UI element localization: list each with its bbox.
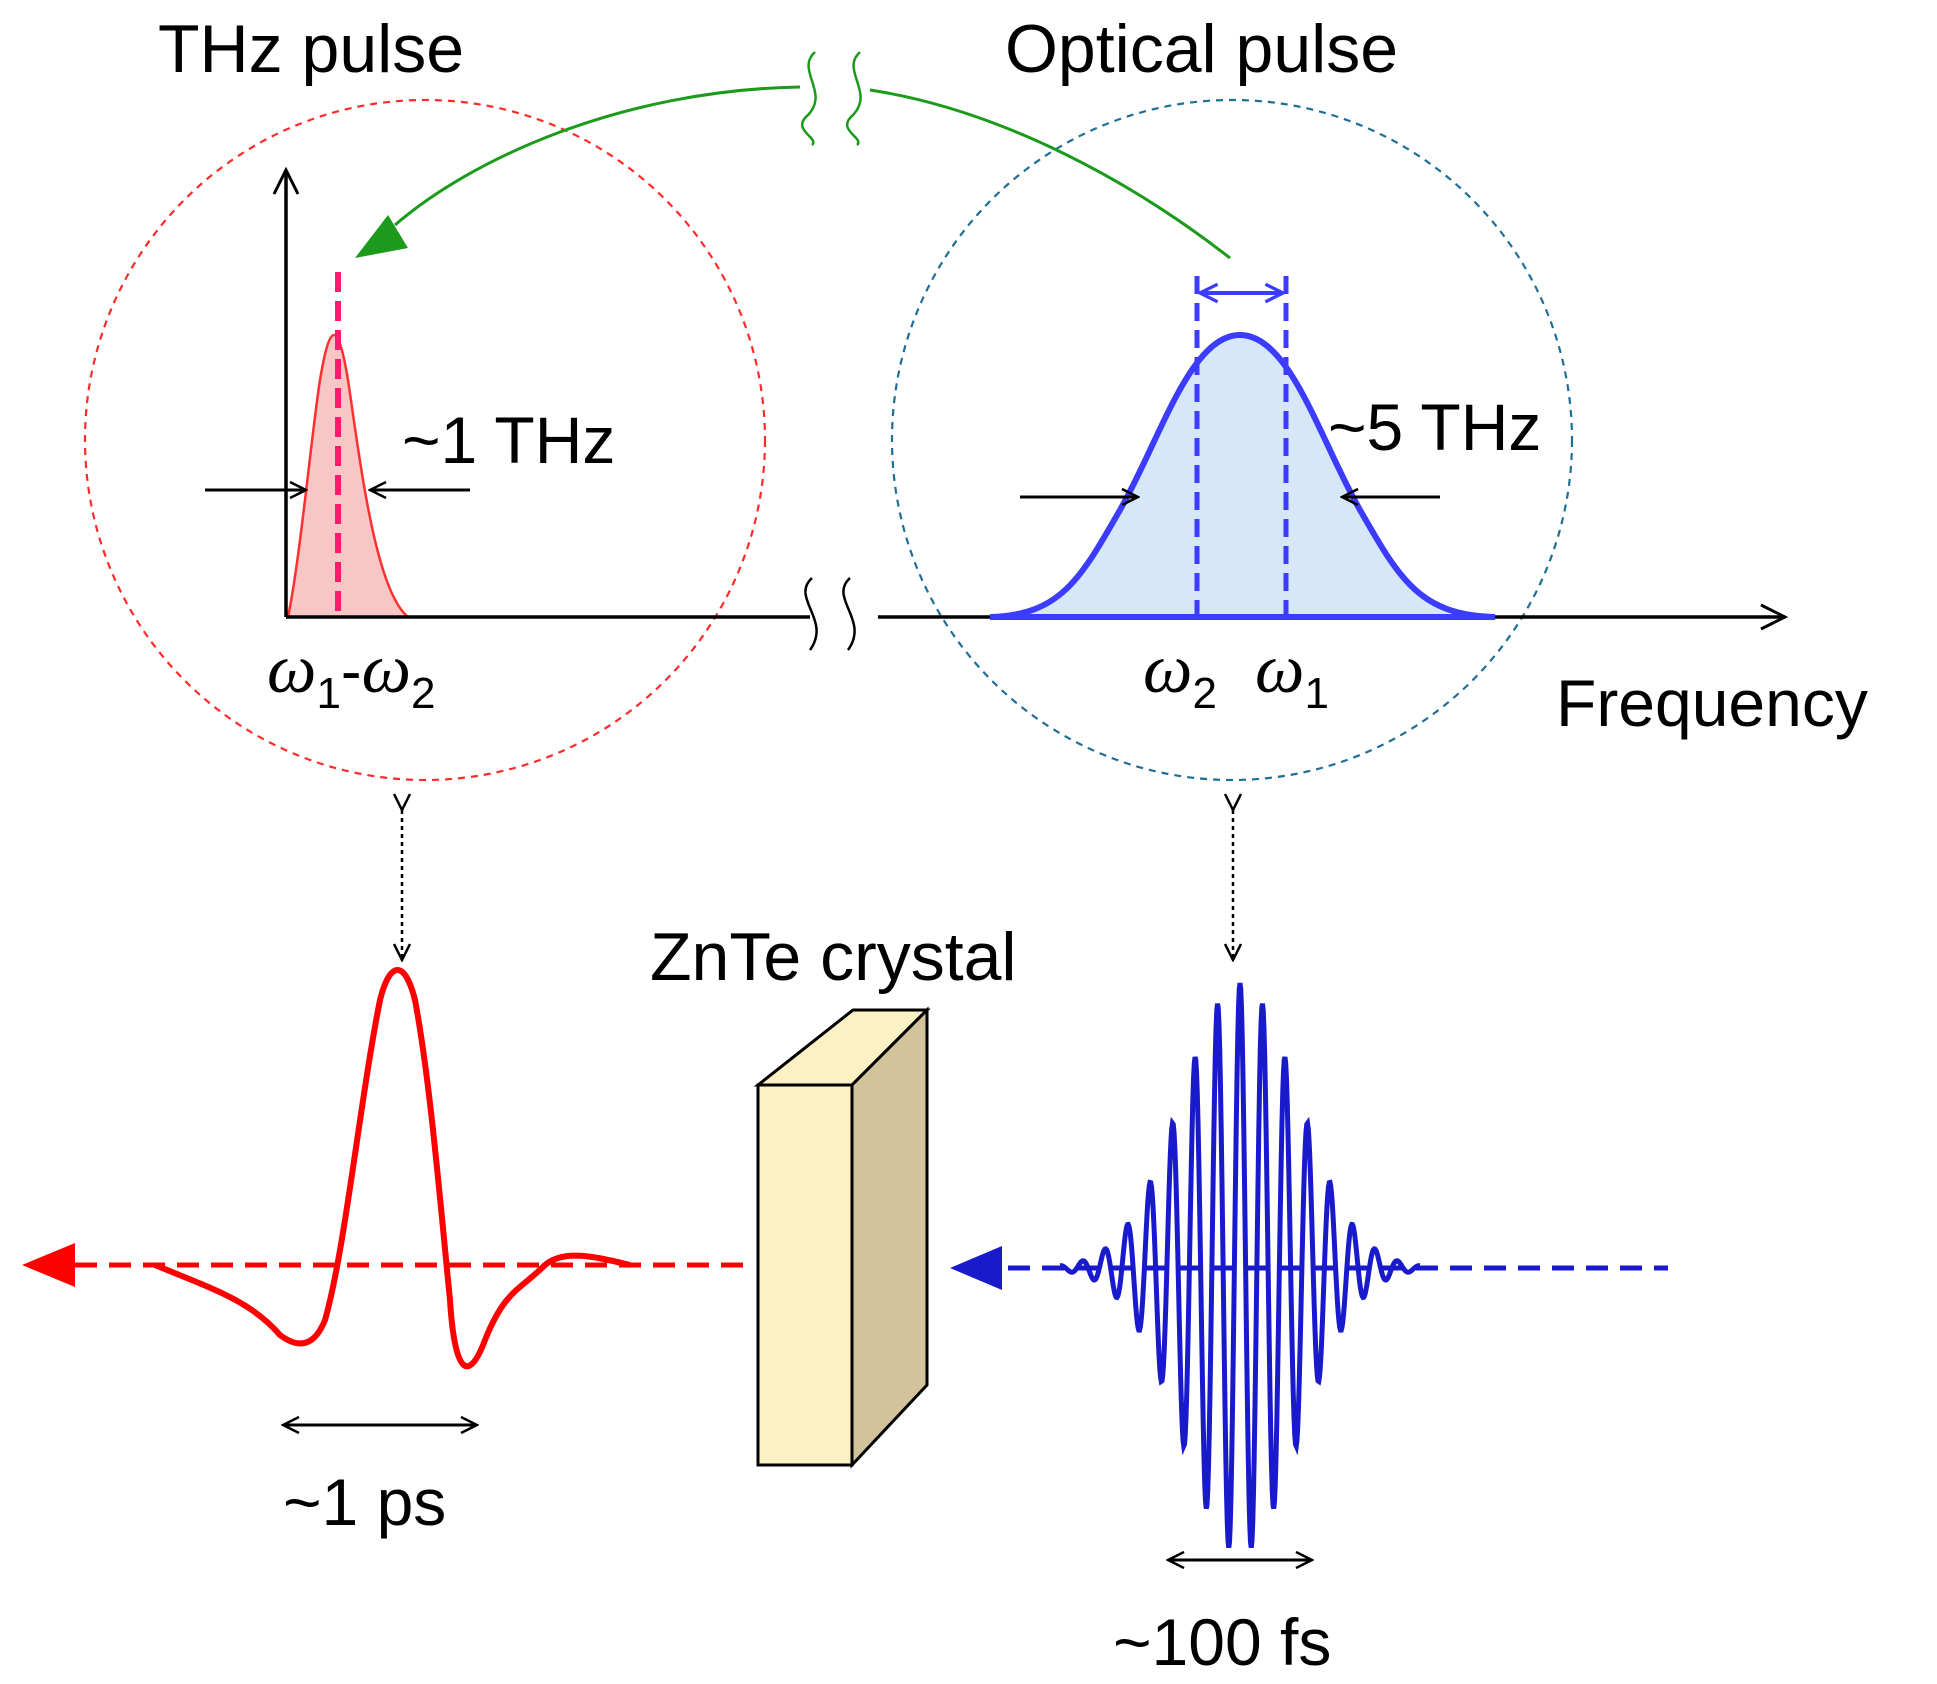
optical-bandwidth-label: ~5 THz <box>1328 390 1541 464</box>
green-break-symbol <box>800 51 862 146</box>
optical-duration-label: ~100 fs <box>1113 1605 1331 1679</box>
thz-center-frequency-label: ω1-ω2 <box>267 631 436 718</box>
subscript-1: 1 <box>316 669 340 718</box>
thz-pulse-title: THz pulse <box>158 11 464 87</box>
omega2-label: ω2 <box>1143 631 1217 718</box>
omega1-label: ω1 <box>1255 631 1329 718</box>
crystal-side-face <box>850 1006 929 1469</box>
optical-beam-arrowhead <box>950 1246 1002 1290</box>
thz-circle <box>83 98 767 782</box>
omega-symbol: ω <box>1255 631 1304 708</box>
thz-spectrum-fill <box>286 333 412 619</box>
optical-spectrum-fill <box>989 331 1496 620</box>
frequency-axis-label: Frequency <box>1556 666 1868 740</box>
optical-circle <box>890 98 1574 782</box>
omega-symbol: ω <box>267 631 316 708</box>
thz-bandwidth-label: ~1 THz <box>402 403 615 477</box>
subscript-1: 1 <box>1304 669 1328 718</box>
difference-frequency-arrowhead <box>355 215 408 258</box>
subscript-2: 2 <box>1192 669 1216 718</box>
thz-beam-arrowhead <box>22 1243 75 1287</box>
axis-break-symbol <box>804 577 856 651</box>
crystal-front-face <box>756 1083 854 1467</box>
thz-duration-label: ~1 ps <box>283 1465 446 1539</box>
crystal-label: ZnTe crystal <box>650 919 1017 995</box>
optical-pulse-title: Optical pulse <box>1005 11 1398 87</box>
optical-waveform <box>1059 982 1421 1549</box>
thz-waveform <box>153 967 631 1370</box>
omega-symbol: ω <box>362 631 411 708</box>
minus-sign: - <box>341 637 362 706</box>
difference-frequency-arrow <box>394 85 1231 260</box>
subscript-2: 2 <box>411 669 435 718</box>
omega-symbol: ω <box>1143 631 1192 708</box>
